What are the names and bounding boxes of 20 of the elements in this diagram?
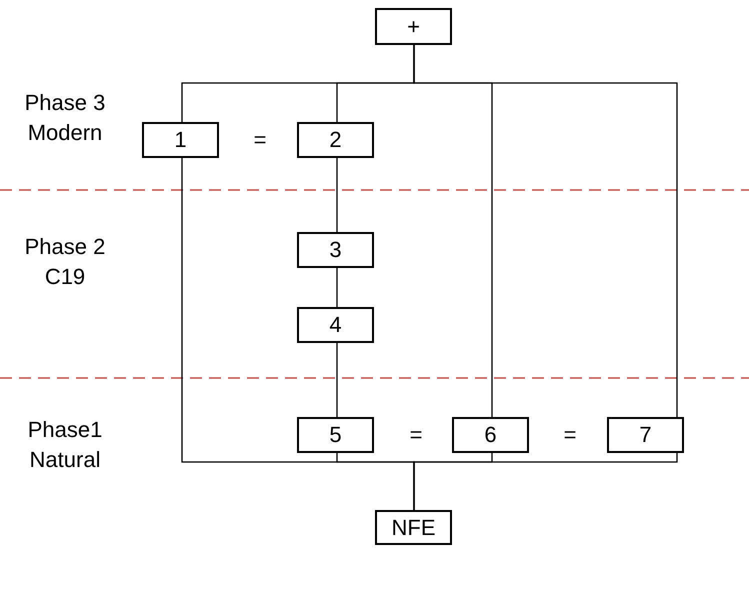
phase-label: Phase1 Natural bbox=[26, 416, 104, 474]
phase-label: Phase 3 Modern bbox=[24, 89, 106, 147]
context-box: 4 bbox=[297, 307, 374, 343]
phase-label: = bbox=[252, 126, 268, 154]
context-box: 6 bbox=[452, 417, 529, 453]
connector-line bbox=[336, 343, 338, 417]
context-box: 3 bbox=[297, 232, 374, 268]
connector-line bbox=[413, 45, 678, 417]
phase-label: = bbox=[562, 421, 578, 449]
context-box: 1 bbox=[142, 122, 219, 158]
context-box: 7 bbox=[607, 417, 684, 453]
connector-line bbox=[336, 158, 338, 232]
connector-line bbox=[336, 268, 338, 307]
connector-line bbox=[413, 453, 678, 510]
phase-label: = bbox=[408, 421, 424, 449]
phase-label: Phase 2 C19 bbox=[24, 233, 106, 291]
context-box: 2 bbox=[297, 122, 374, 158]
context-box: NFE bbox=[375, 510, 452, 545]
context-box: 5 bbox=[297, 417, 374, 453]
context-box: + bbox=[375, 8, 452, 45]
